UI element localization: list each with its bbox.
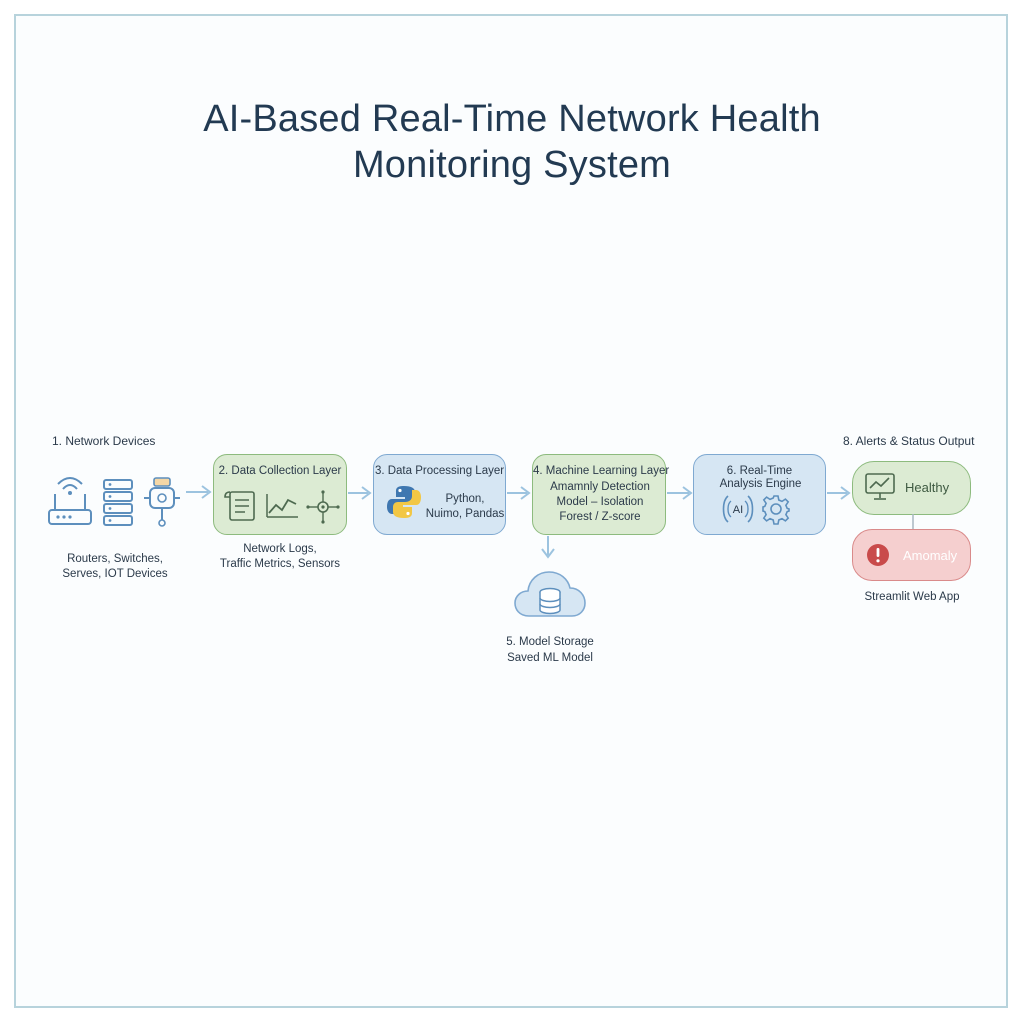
machine-learning-body-line-3: Forest / Z-score: [559, 511, 641, 523]
iot-sensor-icon: [144, 477, 180, 527]
anomaly-label: Amomaly: [903, 548, 958, 563]
analysis-engine-box: 6. Real-Time Analysis Engine: [693, 454, 826, 535]
arrow-devices-to-collection: [186, 485, 212, 499]
ai-chip-text: AI: [733, 504, 743, 516]
data-collection-heading: 2. Data Collection Layer: [218, 465, 342, 477]
title-line-1: AI-Based Real-Time Network Health: [203, 98, 821, 140]
arrow-ml-to-analysis: [667, 486, 693, 500]
model-storage-caption: Saved ML Model: [507, 652, 593, 664]
line-chart-icon: [266, 494, 298, 518]
wifi-router-icon: [48, 477, 92, 525]
page-title: AI-Based Real-Time Network Health Monito…: [0, 96, 1024, 188]
alerts-heading: 8. Alerts & Status Output: [843, 434, 975, 448]
data-collection-caption-line-2: Traffic Metrics, Sensors: [219, 558, 341, 570]
machine-learning-body: Amamnly Detection Model – Isolation Fore…: [533, 480, 667, 525]
machine-learning-layer-box: 4. Machine Learning Layer Amamnly Detect…: [532, 454, 670, 535]
network-devices-heading: 1. Network Devices: [52, 434, 156, 448]
analysis-engine-heading-line-2: Analysis Engine: [719, 478, 802, 490]
data-collection-caption: Network Logs, Traffic Metrics, Sensors: [203, 542, 357, 572]
arrow-processing-to-ml: [507, 486, 531, 500]
analysis-engine-heading: 6. Real-Time: [726, 465, 793, 477]
data-collection-layer-box: 2. Data Collection Layer: [213, 454, 347, 535]
monitor-chart-icon: [865, 473, 895, 500]
title-line-2: Monitoring System: [352, 144, 672, 186]
cloud-database-icon: [514, 571, 586, 617]
status-connector: [912, 514, 914, 530]
ai-chip-icon: AI: [722, 495, 754, 523]
server-rack-icon: [103, 479, 133, 526]
gear-icon: [762, 495, 790, 525]
exclamation-icon: [867, 544, 889, 566]
data-processing-body: Python, Nuimo, Pandas: [424, 492, 506, 522]
model-storage-heading: 5. Model Storage: [506, 636, 594, 648]
data-processing-body-line-1: Python,: [445, 493, 485, 505]
network-node-icon: [306, 490, 340, 524]
data-processing-layer-box: 3. Data Processing Layer: [373, 454, 506, 535]
network-devices-caption: Routers, Switches, Serves, IOT Devices: [40, 552, 190, 582]
alerts-caption: Streamlit Web App: [864, 591, 960, 603]
diagram-frame: [14, 14, 1008, 1008]
healthy-label: Healthy: [905, 480, 950, 495]
arrow-collection-to-processing: [348, 486, 372, 500]
network-devices-caption-line-2: Serves, IOT Devices: [62, 568, 168, 580]
document-icon: [224, 491, 255, 521]
healthy-status-box: [852, 461, 971, 515]
machine-learning-body-line-2: Model – Isolation: [556, 496, 644, 508]
network-devices-caption-line-1: Routers, Switches,: [67, 553, 163, 565]
machine-learning-heading: 4. Machine Learning Layer: [533, 465, 670, 477]
data-processing-heading: 3. Data Processing Layer: [374, 465, 505, 477]
machine-learning-body-line-1: Amamnly Detection: [550, 481, 650, 493]
arrow-ml-to-storage: [541, 536, 555, 559]
python-logo-icon: [387, 486, 421, 518]
data-collection-caption-line-1: Network Logs,: [243, 543, 317, 555]
arrow-analysis-to-alerts: [827, 486, 851, 500]
data-processing-body-line-2: Nuimo, Pandas: [425, 508, 505, 520]
